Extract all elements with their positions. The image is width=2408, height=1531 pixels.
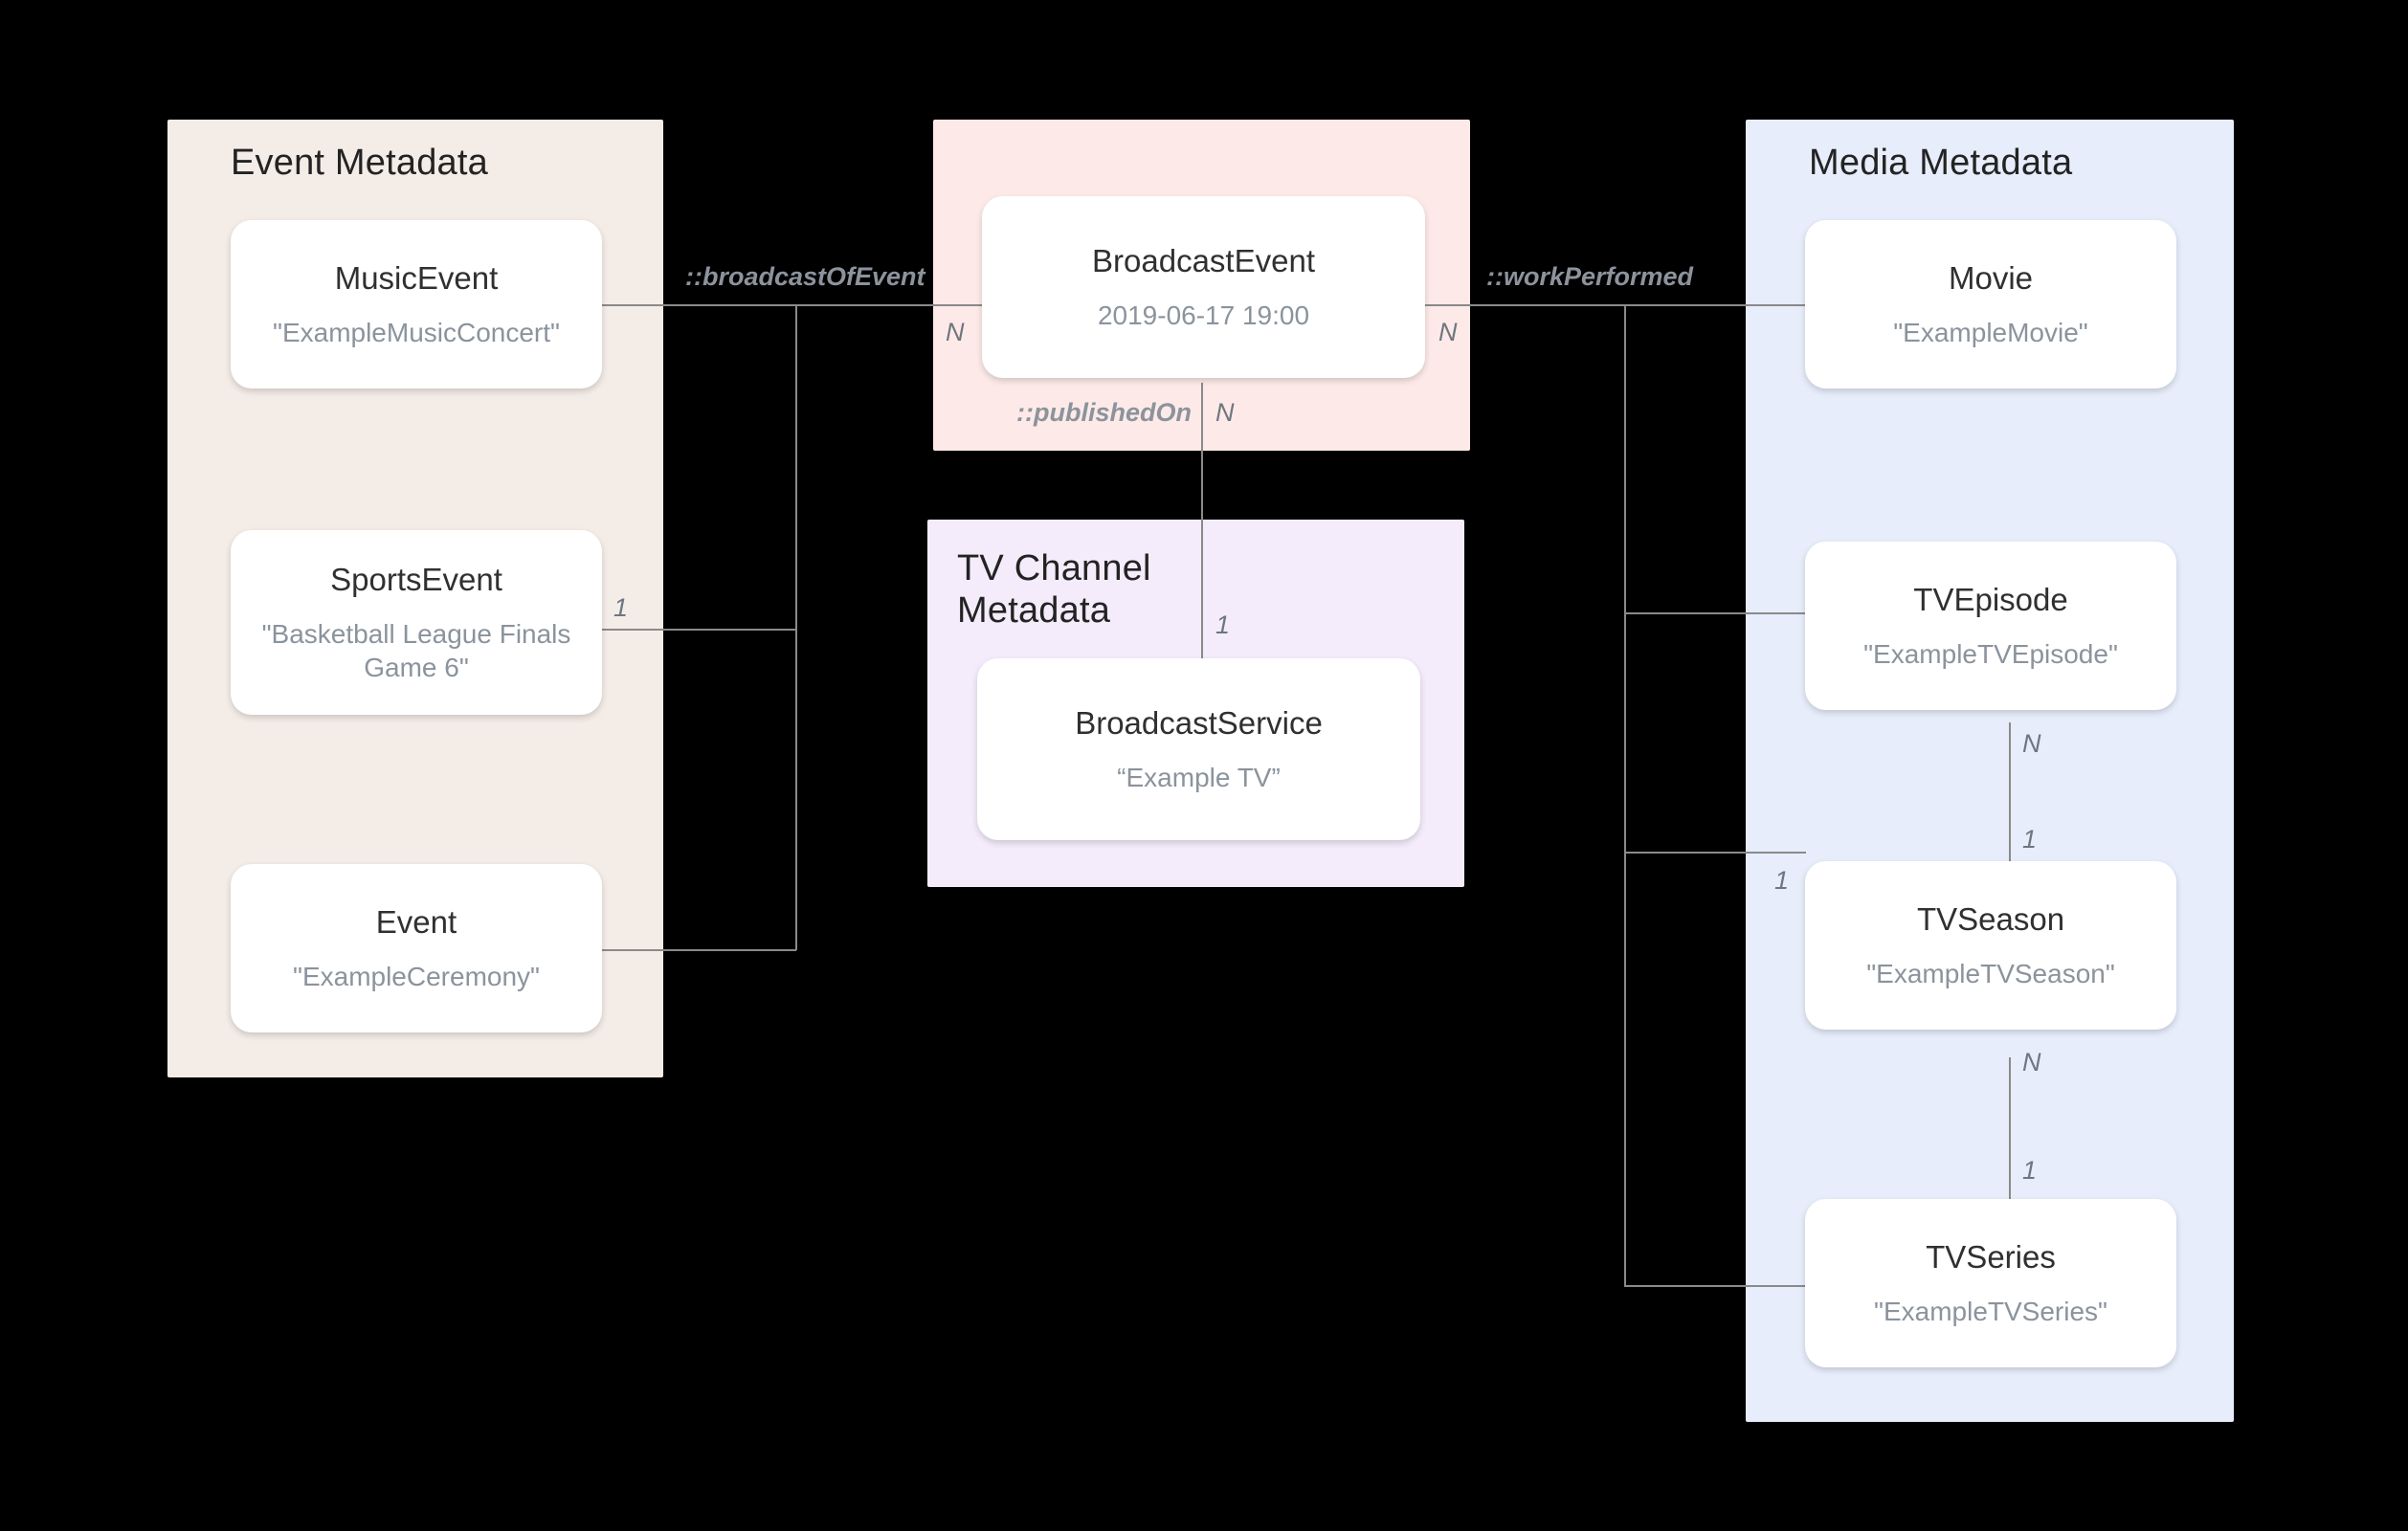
panel-title-media-metadata: Media Metadata bbox=[1809, 143, 2073, 183]
connector-event-horizontal bbox=[600, 949, 796, 951]
node-broadcast-event-type: BroadcastEvent bbox=[1092, 242, 1315, 278]
node-movie[interactable]: Movie "ExampleMovie" bbox=[1805, 220, 2176, 388]
node-broadcast-event-value: 2019-06-17 19:00 bbox=[1097, 300, 1310, 331]
node-broadcast-service[interactable]: BroadcastService “Example TV” bbox=[977, 658, 1420, 840]
node-tv-episode-value: "ExampleTVEpisode" bbox=[1863, 639, 2118, 670]
cardinality-broadcast-service-1: 1 bbox=[1215, 610, 1231, 639]
connector-media-bus-vertical bbox=[1624, 304, 1626, 1286]
connector-movie-horizontal bbox=[1624, 304, 1806, 306]
node-music-event[interactable]: MusicEvent "ExampleMusicConcert" bbox=[231, 220, 602, 388]
connector-music-event-horizontal bbox=[600, 304, 796, 306]
cardinality-season-series-1: 1 bbox=[2022, 1156, 2038, 1185]
connector-tv-series-horizontal bbox=[1624, 1285, 1806, 1287]
relation-label-published-on: ::publishedOn bbox=[1016, 398, 1192, 427]
node-tv-series-type: TVSeries bbox=[1926, 1238, 2056, 1275]
panel-title-tv-channel-metadata: TV Channel Metadata bbox=[957, 548, 1151, 632]
panel-title-event-metadata: Event Metadata bbox=[231, 143, 488, 183]
connector-tv-episode-horizontal bbox=[1624, 612, 1806, 614]
cardinality-episode-season-n: N bbox=[2022, 729, 2041, 758]
node-tv-season-value: "ExampleTVSeason" bbox=[1866, 959, 2115, 989]
relation-label-broadcast-of-event: ::broadcastOfEvent bbox=[685, 262, 925, 291]
node-music-event-value: "ExampleMusicConcert" bbox=[273, 318, 560, 348]
connector-sports-event-horizontal bbox=[600, 629, 796, 631]
node-sports-event-type: SportsEvent bbox=[330, 561, 502, 597]
cardinality-broadcast-event-right-n: N bbox=[1438, 318, 1458, 346]
node-music-event-type: MusicEvent bbox=[334, 259, 499, 296]
connector-season-series-vertical bbox=[2009, 1057, 2011, 1210]
connector-broadcast-to-media-bus bbox=[1425, 304, 1625, 306]
connector-published-on-vertical bbox=[1201, 383, 1203, 660]
node-tv-episode-type: TVEpisode bbox=[1913, 581, 2068, 617]
cardinality-season-media-1: 1 bbox=[1774, 866, 1790, 895]
cardinality-sports-event-1: 1 bbox=[613, 593, 629, 622]
cardinality-season-series-n: N bbox=[2022, 1048, 2041, 1076]
node-broadcast-service-value: “Example TV” bbox=[1117, 763, 1281, 793]
node-event-type: Event bbox=[375, 903, 457, 940]
node-tv-season[interactable]: TVSeason "ExampleTVSeason" bbox=[1805, 861, 2176, 1030]
node-tv-series-value: "ExampleTVSeries" bbox=[1874, 1297, 2107, 1327]
node-tv-episode[interactable]: TVEpisode "ExampleTVEpisode" bbox=[1805, 542, 2176, 710]
connector-tv-season-horizontal bbox=[1624, 852, 1806, 854]
node-movie-value: "ExampleMovie" bbox=[1893, 318, 2088, 348]
relation-label-work-performed: ::workPerformed bbox=[1486, 262, 1694, 291]
connector-event-bus-to-broadcast bbox=[795, 304, 982, 306]
node-broadcast-event[interactable]: BroadcastEvent 2019-06-17 19:00 bbox=[982, 196, 1425, 378]
connector-event-bus-vertical bbox=[795, 304, 797, 950]
node-event-value: "ExampleCeremony" bbox=[293, 962, 540, 992]
cardinality-episode-season-1: 1 bbox=[2022, 825, 2038, 854]
node-broadcast-service-type: BroadcastService bbox=[1075, 704, 1323, 741]
connector-episode-season-vertical bbox=[2009, 722, 2011, 868]
cardinality-published-on-n: N bbox=[1215, 398, 1235, 427]
node-tv-series[interactable]: TVSeries "ExampleTVSeries" bbox=[1805, 1199, 2176, 1367]
node-tv-season-type: TVSeason bbox=[1916, 900, 2065, 937]
node-movie-type: Movie bbox=[1948, 259, 2034, 296]
cardinality-broadcast-event-left-n: N bbox=[946, 318, 965, 346]
node-sports-event-value: "Basketball League Finals Game 6" bbox=[261, 619, 571, 683]
node-sports-event[interactable]: SportsEvent "Basketball League Finals Ga… bbox=[231, 530, 602, 715]
node-event[interactable]: Event "ExampleCeremony" bbox=[231, 864, 602, 1032]
